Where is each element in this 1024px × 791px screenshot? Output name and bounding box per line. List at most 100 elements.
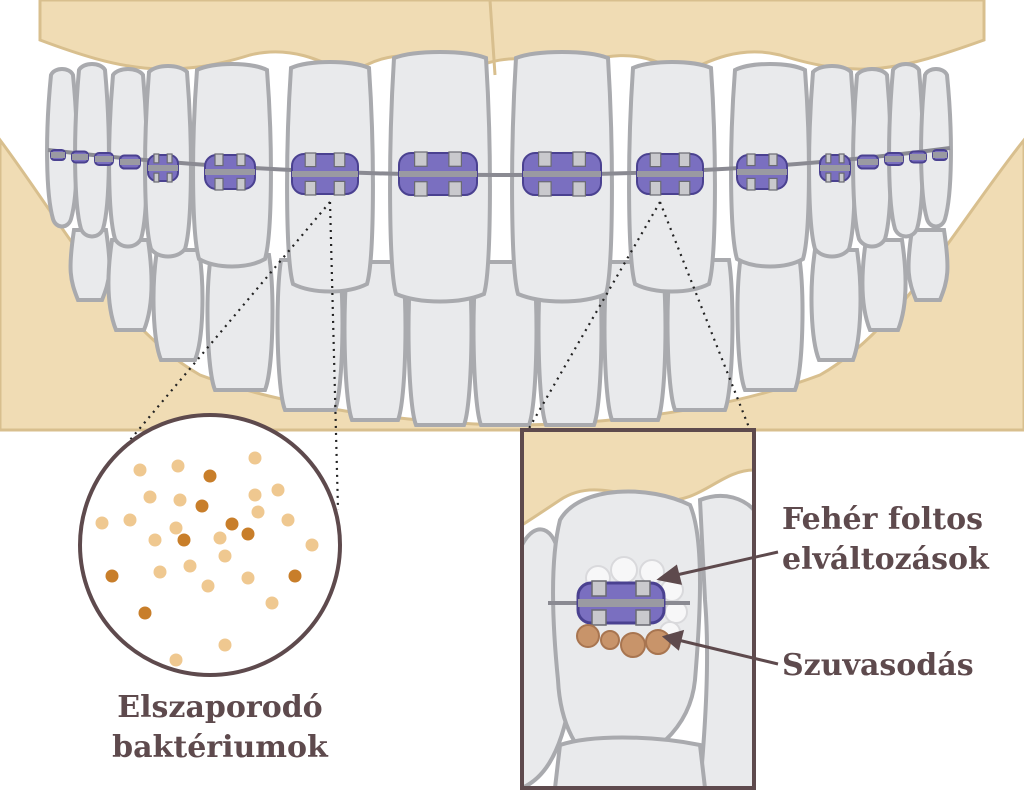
caries-lesions (576, 624, 671, 658)
lower-tooth (342, 260, 408, 422)
gum-midline (488, 0, 497, 76)
bacterium-dot (271, 483, 285, 497)
bacterium-dot (265, 596, 279, 610)
label-bacteria: Elszaporodó baktériumok (60, 688, 380, 768)
upper-tooth (73, 62, 111, 239)
bacterium-dot (241, 527, 255, 541)
lower-tooth (735, 253, 805, 392)
label-arrows (656, 550, 779, 666)
lower-tooth (906, 228, 950, 302)
bacterium-dot (105, 569, 119, 583)
lower-tooth (205, 253, 275, 392)
zoom-bracket (576, 580, 666, 626)
leader-line-left-a (129, 201, 331, 441)
upper-tooth (887, 62, 925, 239)
bacterium-dot (148, 533, 162, 547)
upper-tooth (919, 67, 953, 229)
bacterium-dot (153, 565, 167, 579)
zoom-box-content (522, 430, 754, 788)
lower-tooth (275, 258, 345, 412)
bacterium-dot (281, 513, 295, 527)
lower-tooth (68, 228, 112, 302)
lower-teeth (68, 228, 950, 427)
bracket (398, 151, 478, 197)
upper-gum (38, 0, 986, 77)
arrowhead-caries (661, 629, 685, 651)
lower-tooth (602, 260, 668, 422)
bacterium-dot (218, 638, 232, 652)
bracket (204, 153, 256, 191)
bacterium-dot (248, 451, 262, 465)
bacterium-dot (143, 490, 157, 504)
bracket (884, 152, 904, 166)
bracket (857, 154, 879, 170)
bacterium-dot (138, 606, 152, 620)
bracket (636, 152, 704, 196)
caries-spot (645, 629, 671, 655)
lower-tooth (106, 238, 154, 332)
bracket (50, 149, 66, 161)
leader-line-left-b (328, 201, 340, 511)
lower-tooth (860, 238, 908, 332)
lower-tooth (151, 248, 205, 362)
braces (47, 146, 951, 197)
bracket (94, 152, 114, 166)
zoom-tooth-right (697, 493, 754, 788)
label-caries: Szuvasodás (782, 646, 974, 686)
zoom-tooth-main (551, 489, 702, 773)
bacterium-dot (203, 469, 217, 483)
bacterium-dot (218, 549, 232, 563)
bracket (291, 152, 359, 196)
bacterium-dot (123, 513, 137, 527)
label-white-spots: Fehér foltos elváltozások (782, 500, 989, 580)
arrow-white-spots (671, 550, 779, 578)
magnifier-circle-border (78, 413, 342, 677)
bacterium-dot (169, 653, 183, 667)
bacterium-dot (195, 499, 209, 513)
zoom-tooth-lower (552, 735, 708, 788)
bacterium-dot (251, 505, 265, 519)
white-spot (610, 556, 638, 584)
label-bacteria-line-2: baktériumok (112, 730, 328, 765)
bracket (736, 153, 788, 191)
bracket (932, 149, 948, 161)
bacteria-cluster (95, 451, 319, 667)
leader-lines (129, 201, 752, 511)
lower-tooth (809, 248, 863, 362)
leader-line-right-a (527, 201, 661, 431)
label-caries-line-1: Szuvasodás (782, 648, 974, 683)
label-white-spots-line-1: Fehér foltos (782, 502, 983, 537)
bacterium-dot (201, 579, 215, 593)
bacterium-dot (183, 559, 197, 573)
leader-line-right-b (658, 201, 752, 431)
lower-tooth (471, 260, 539, 427)
bacterium-dot (213, 531, 227, 545)
caries-spot (620, 632, 646, 658)
bracket (522, 151, 602, 197)
zoom-box-border (520, 428, 756, 790)
upper-tooth (45, 67, 79, 229)
arrowhead-white-spots (656, 564, 683, 585)
bacterium-dot (133, 463, 147, 477)
bacterium-dot (288, 569, 302, 583)
bracket (119, 154, 141, 170)
bacterium-dot (173, 493, 187, 507)
bacterium-dot (171, 459, 185, 473)
bacterium-dot (169, 521, 183, 535)
bacterium-dot (241, 571, 255, 585)
bacterium-dot (95, 516, 109, 530)
caries-spot (576, 624, 600, 648)
bacterium-dot (305, 538, 319, 552)
bacterium-dot (248, 488, 262, 502)
bacterium-dot (225, 517, 239, 531)
arch-wire (47, 146, 951, 178)
label-white-spots-line-2: elváltozások (782, 542, 989, 577)
bracket (147, 153, 179, 183)
arrow-caries (677, 638, 779, 666)
bracket (819, 153, 851, 183)
lower-tooth (665, 258, 735, 412)
upper-teeth (45, 50, 953, 304)
bacterium-dot (177, 533, 191, 547)
